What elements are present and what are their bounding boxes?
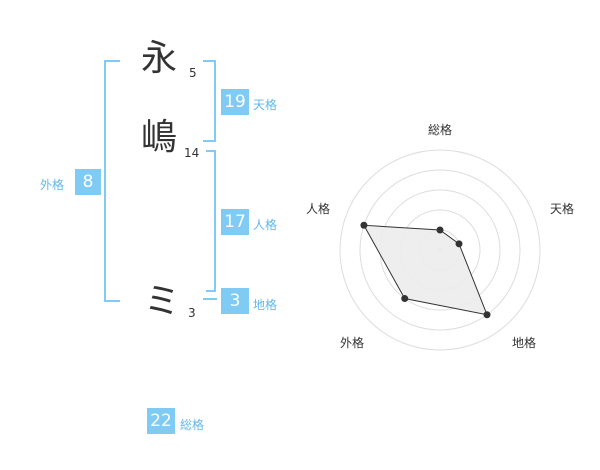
character-3: ミ [144,281,181,322]
chikaku-value-badge: 3 [221,288,249,314]
radar-grid [339,149,541,351]
soukaku-label: 総格 [180,418,205,432]
jinkaku-bracket [206,150,216,292]
character-1: 永 [141,38,178,79]
character-2-strokes: 14 [184,146,200,160]
radar-grid-ring [339,149,541,351]
tenkaku-value-badge: 19 [221,89,249,115]
radar-point-tenkaku [455,240,463,248]
character-2: 嶋 [141,117,178,158]
character-1-strokes: 5 [189,66,197,80]
jinkaku-label: 人格 [253,218,278,232]
tenkaku-bracket [203,60,216,142]
radar-point-jinkaku [360,221,368,229]
radar-point-gaikaku [401,295,409,303]
tenkaku-label: 天格 [253,98,278,112]
fortune-radar-chart: 総格 天格 地格 外格 人格 [306,122,574,351]
radar-grid-ring [359,169,521,331]
jinkaku-value-badge: 17 [221,209,249,235]
radar-label-jinkaku: 人格 [306,201,330,216]
radar-points [360,221,491,319]
gaikaku-bracket [104,60,120,302]
chikaku-label: 地格 [253,298,278,312]
radar-label-gaikaku: 外格 [340,335,364,350]
chikaku-connector [203,298,217,300]
gaikaku-label: 外格 [40,178,65,192]
gaikaku-value-badge: 8 [75,169,101,195]
character-3-strokes: 3 [188,306,196,320]
radar-area [363,224,488,316]
radar-point-chikaku [483,311,491,319]
radar-point-soukaku [436,226,444,234]
soukaku-value-badge: 22 [147,408,175,434]
radar-label-chikaku: 地格 [512,335,536,350]
radar-label-tenkaku: 天格 [550,201,574,216]
radar-label-soukaku: 総格 [428,122,452,137]
